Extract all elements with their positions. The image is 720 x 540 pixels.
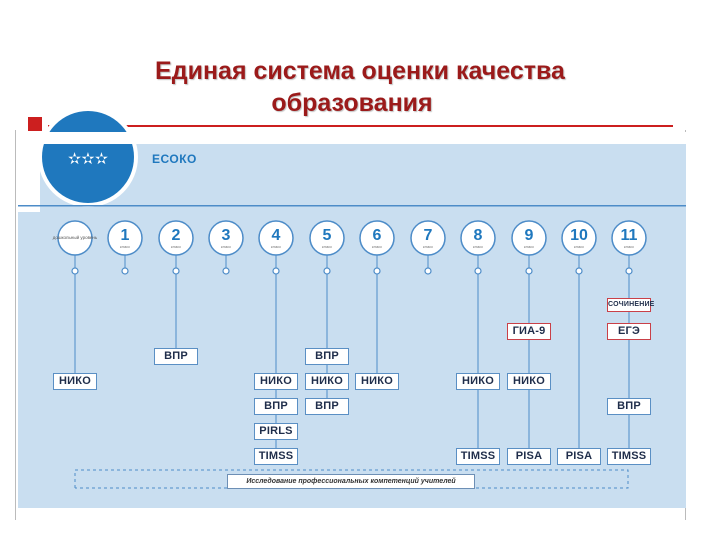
grade-sub: класс: [221, 244, 231, 249]
grade-node: [373, 267, 381, 275]
grade-sub: класс: [372, 244, 382, 249]
assessment-впр: ВПР: [607, 398, 651, 415]
title-underline: [48, 125, 673, 127]
grade-sub: класс: [473, 244, 483, 249]
side-rule: [15, 130, 16, 520]
assessment-впр: ВПР: [305, 348, 349, 365]
grade-node: [71, 267, 79, 275]
grade-sub: класс: [574, 244, 584, 249]
grade-node: [525, 267, 533, 275]
page-title-line2: образования: [271, 89, 433, 117]
grade-number: 9: [525, 227, 534, 244]
grade-sub: класс: [271, 244, 281, 249]
panel-left-mask: [18, 132, 40, 212]
grade-node: [625, 267, 633, 275]
assessment-нико: НИКО: [456, 373, 500, 390]
assessment-впр: ВПР: [305, 398, 349, 415]
grade-sub: класс: [120, 244, 130, 249]
grade-number: 11: [621, 227, 638, 244]
grade-number: 2: [172, 227, 181, 244]
assessment-pirls: PIRLS: [254, 423, 298, 440]
grade-number: 7: [424, 227, 433, 244]
assessment-нико: НИКО: [53, 373, 97, 390]
assessment-нико: НИКО: [355, 373, 399, 390]
grade-number: 1: [121, 227, 130, 244]
preschool-label: дошкольный уровень: [53, 234, 98, 240]
assessment-сочинение: СОЧИНЕНИЕ: [607, 298, 654, 312]
grade-axis: [18, 205, 686, 207]
grade-node: [424, 267, 432, 275]
diagram-panel: [18, 132, 686, 508]
assessment-впр: ВПР: [154, 348, 198, 365]
grade-node: [323, 267, 331, 275]
assessment-pisa: PISA: [507, 448, 551, 465]
grade-sub: класс: [524, 244, 534, 249]
grade-number: 4: [272, 227, 281, 244]
assessment-нико: НИКО: [305, 373, 349, 390]
teacher-competence-label: Исследование профессиональных компетенци…: [227, 474, 475, 489]
panel-top-mask: [18, 132, 686, 144]
grade-number: 8: [474, 227, 483, 244]
grade-number: 5: [323, 227, 332, 244]
assessment-pisa: PISA: [557, 448, 601, 465]
assessment-нико: НИКО: [507, 373, 551, 390]
assessment-гиа-9: ГИА-9: [507, 323, 551, 340]
badge-stars-icon: ✫✫✫: [68, 149, 109, 168]
grade-node: [121, 267, 129, 275]
title-marker: [28, 117, 42, 131]
grade-node: [474, 267, 482, 275]
teacher-study-bracket: [74, 469, 629, 489]
grade-node: [575, 267, 583, 275]
grade-number: 6: [373, 227, 382, 244]
grade-node: [272, 267, 280, 275]
grade-node: [172, 267, 180, 275]
grade-number: 3: [222, 227, 231, 244]
assessment-впр: ВПР: [254, 398, 298, 415]
page-title: Единая система оценки качества: [155, 57, 565, 85]
grade-sub: класс: [171, 244, 181, 249]
badge-label: ЕСОКО: [152, 152, 197, 166]
assessment-нико: НИКО: [254, 373, 298, 390]
grade-number: 10: [570, 227, 588, 244]
grade-sub: класс: [322, 244, 332, 249]
assessment-егэ: ЕГЭ: [607, 323, 651, 340]
connector-lines: [74, 274, 630, 448]
grade-sub: класс: [624, 244, 634, 249]
grade-sub: класс: [423, 244, 433, 249]
assessment-timss: TIMSS: [456, 448, 500, 465]
assessment-timss: TIMSS: [607, 448, 651, 465]
assessment-timss: TIMSS: [254, 448, 298, 465]
grade-node: [222, 267, 230, 275]
